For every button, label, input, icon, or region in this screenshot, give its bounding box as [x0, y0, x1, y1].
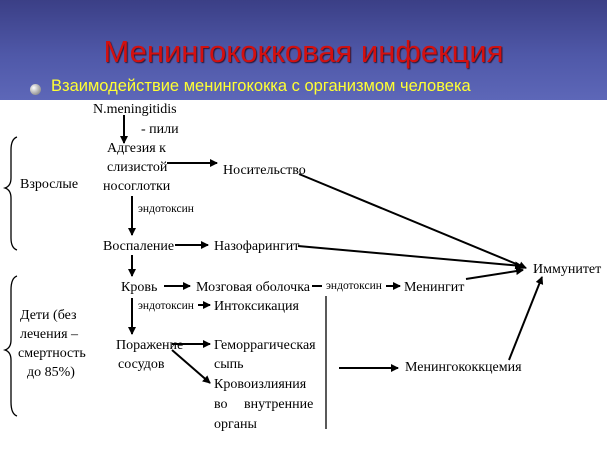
edge-label-endotoxin-3: эндотоксин — [138, 300, 194, 312]
arrow-meningitis-immunity — [465, 267, 524, 280]
node-meningococcemia: Менингококкцемия — [405, 360, 522, 375]
group-label-children-3: смертность — [18, 346, 86, 361]
arrow-nasopharyngitis-immunity — [297, 245, 523, 270]
slide-header — [0, 0, 607, 100]
group-label-children-4: до 85%) — [27, 365, 75, 380]
arrow-meningococcemia-immunity — [508, 276, 544, 361]
node-inflammation: Воспаление — [103, 239, 174, 254]
node-meningitis: Менингит — [404, 280, 464, 295]
node-rash-2: сыпь — [214, 357, 244, 372]
node-pili: - пили — [141, 122, 179, 137]
node-hemorrhage-1: Кровоизлияния — [214, 377, 307, 392]
node-hemorrhage-2a: во — [214, 397, 228, 412]
node-blood: Кровь — [121, 280, 157, 295]
edge-label-endotoxin-2: эндотоксин — [326, 280, 382, 292]
node-vessel-damage-1: Поражение — [116, 338, 183, 353]
node-intoxication: Интоксикация — [214, 299, 299, 314]
node-adhesion-3: носоглотки — [103, 179, 171, 194]
group-label-adults: Взрослые — [20, 177, 78, 192]
arrow-carriage-immunity — [298, 173, 527, 270]
node-pathogen: N.meningitidis — [93, 102, 177, 117]
node-nasopharyngitis: Назофарингит — [214, 239, 299, 254]
node-adhesion-1: Адгезия к — [107, 141, 166, 156]
adults-brace — [2, 136, 18, 251]
node-rash-1: Геморрагическая — [214, 338, 316, 353]
node-hemorrhage-3: органы — [214, 417, 257, 432]
node-carriage: Носительство — [223, 163, 306, 178]
slide-subtitle: Взаимодействие менингококка с организмом… — [51, 77, 471, 95]
node-vessel-damage-2: сосудов — [118, 357, 165, 372]
slide-title: Менингококковая инфекция — [103, 34, 504, 69]
group-label-children-1: Дети (без — [20, 308, 77, 323]
node-meninges: Мозговая оболочка — [196, 280, 311, 295]
group-label-children-2: лечения – — [20, 327, 79, 342]
edge-label-endotoxin-1: эндотоксин — [138, 203, 194, 215]
node-hemorrhage-2b: внутренние — [244, 397, 313, 412]
node-immunity: Иммунитет — [533, 262, 601, 277]
arrow-vessel-hemorrhage — [171, 349, 211, 384]
node-adhesion-2: слизистой — [107, 160, 168, 175]
bullet-icon — [30, 84, 41, 95]
children-brace — [2, 275, 18, 417]
